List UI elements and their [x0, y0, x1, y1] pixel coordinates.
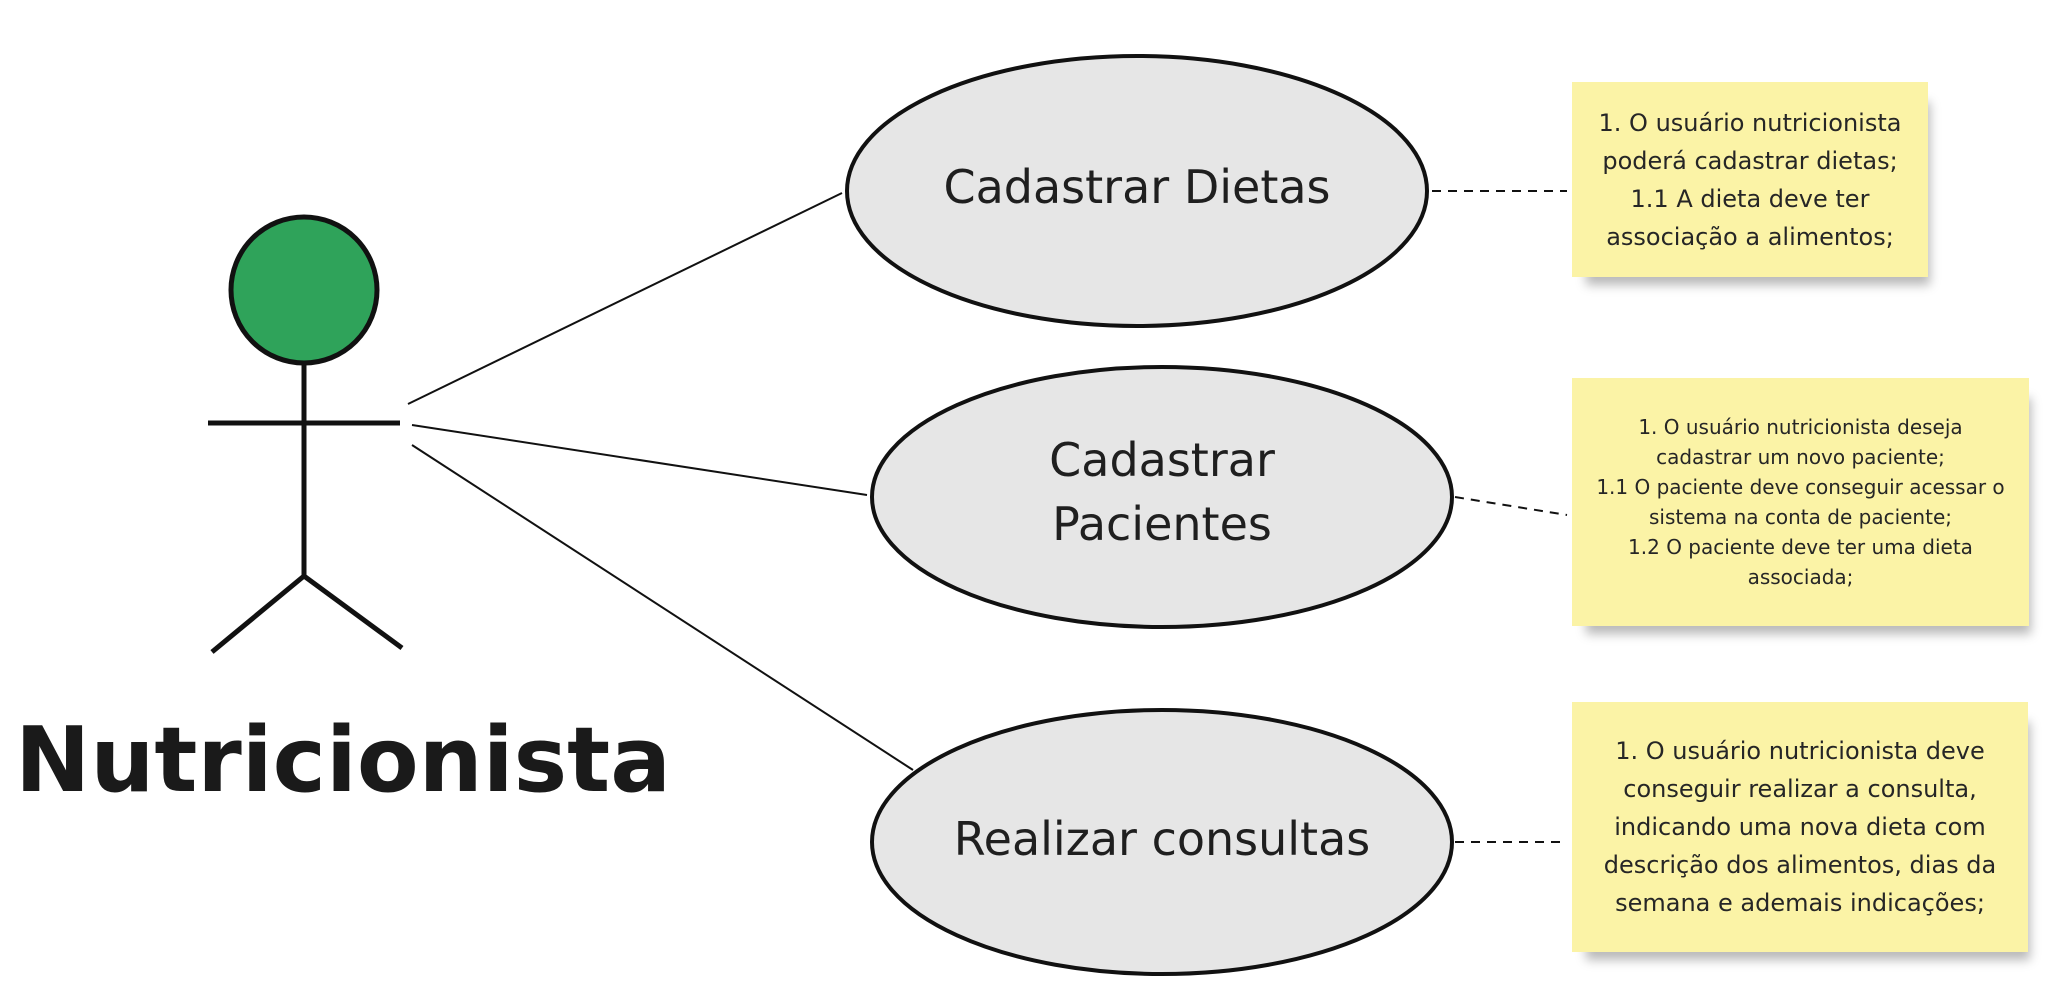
note-text: 1. O usuário nutricionista deseja cadast…: [1596, 415, 2005, 589]
association-line-dietas: [407, 192, 843, 405]
use-case-ellipse: [870, 365, 1454, 629]
actor-head: [228, 214, 380, 366]
association-line-pacientes: [411, 424, 868, 496]
use-case-cadastrar-pacientes: Cadastrar Pacientes: [870, 365, 1454, 629]
use-case-cadastrar-dietas: Cadastrar Dietas: [845, 54, 1429, 328]
association-line-consultas: [411, 444, 914, 771]
note-realizar-consultas: 1. O usuário nutricionista deve consegui…: [1572, 702, 2028, 952]
use-case-label: Realizar consultas: [954, 812, 1371, 866]
actor-right-leg: [302, 573, 404, 651]
use-case-label-line-1: Cadastrar: [1049, 433, 1275, 487]
note-cadastrar-pacientes: 1. O usuário nutricionista deseja cadast…: [1572, 378, 2029, 626]
note-text: 1. O usuário nutricionista poderá cadast…: [1598, 108, 1902, 251]
actor-figure: [208, 214, 404, 654]
note-link-pacientes: [1454, 496, 1568, 516]
use-case-ellipse: [845, 54, 1429, 328]
note-cadastrar-dietas: 1. O usuário nutricionista poderá cadast…: [1572, 82, 1928, 277]
use-case-ellipse: [870, 708, 1454, 976]
use-case-label-line-2: Pacientes: [1052, 497, 1272, 551]
actor-left-leg: [210, 574, 306, 654]
use-case-label: Cadastrar Dietas: [943, 160, 1330, 214]
note-text: 1. O usuário nutricionista deve consegui…: [1603, 737, 1997, 917]
use-case-realizar-consultas: Realizar consultas: [870, 708, 1454, 976]
actor-name: Nutricionista: [15, 708, 671, 813]
